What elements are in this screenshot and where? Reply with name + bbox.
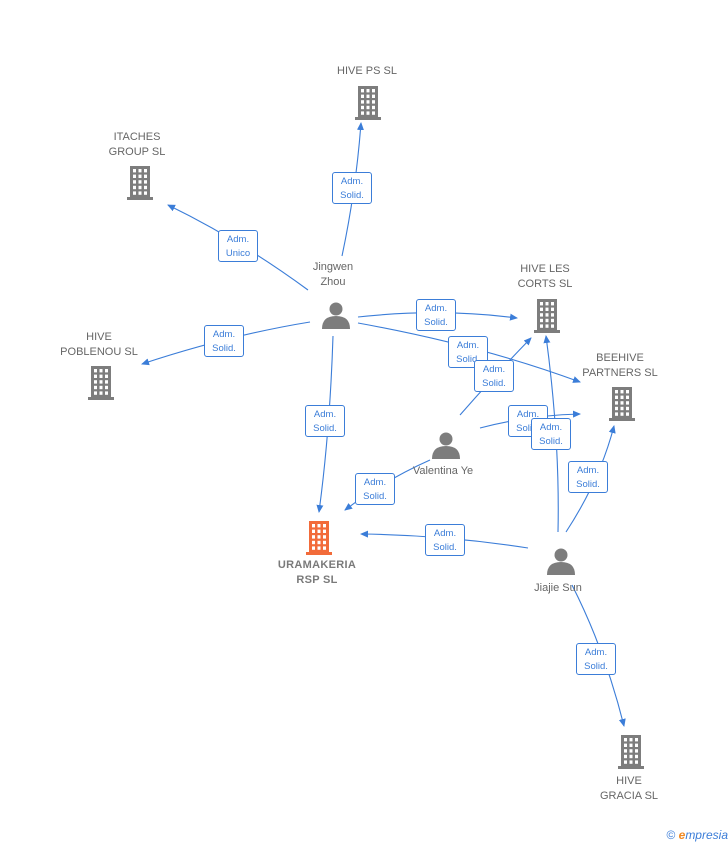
person-icon	[432, 432, 460, 459]
node-label: URAMAKERIA RSP SL	[277, 559, 357, 586]
brand-name: mpresia	[685, 828, 728, 842]
role-badge[interactable]: Adm. Solid.	[576, 643, 616, 675]
node-valentina-ye[interactable]: Valentina Ye	[398, 464, 488, 479]
node-hive-gracia[interactable]: HIVE GRACIA SL	[584, 774, 674, 804]
node-uramakeria[interactable]: URAMAKERIA RSP SL	[272, 558, 362, 588]
node-label: HIVE LES CORTS SL	[517, 263, 573, 290]
person-icon	[547, 548, 575, 575]
copyright-symbol: ©	[666, 828, 676, 842]
role-badge[interactable]: Adm. Solid.	[355, 473, 395, 505]
building-icon	[609, 387, 635, 421]
role-badge[interactable]: Adm. Solid.	[204, 325, 244, 357]
node-label: HIVE POBLENOU SL	[60, 331, 138, 358]
node-label: HIVE PS SL	[337, 65, 397, 77]
node-hive-poblenou[interactable]: HIVE POBLENOU SL	[54, 330, 144, 360]
building-icon	[127, 166, 153, 200]
node-jingwen-zhou[interactable]: Jingwen Zhou	[288, 260, 378, 290]
role-badge[interactable]: Adm. Unico	[218, 230, 258, 262]
role-badge[interactable]: Adm. Solid.	[425, 524, 465, 556]
building-icon	[618, 735, 644, 769]
footer-brand[interactable]: © empresia	[666, 828, 728, 842]
node-icons	[88, 86, 644, 769]
node-label: HIVE GRACIA SL	[599, 775, 659, 802]
node-itaches[interactable]: ITACHES GROUP SL	[92, 130, 182, 160]
node-label: BEEHIVE PARTNERS SL	[582, 352, 658, 379]
node-beehive-partners[interactable]: BEEHIVE PARTNERS SL	[575, 351, 665, 381]
role-badge[interactable]: Adm. Solid.	[332, 172, 372, 204]
role-badge[interactable]: Adm. Solid.	[416, 299, 456, 331]
building-icon	[534, 299, 560, 333]
building-icon	[88, 366, 114, 400]
person-icon	[322, 302, 350, 329]
node-label: ITACHES GROUP SL	[108, 131, 166, 158]
role-badge[interactable]: Adm. Solid.	[474, 360, 514, 392]
building-icon	[355, 86, 381, 120]
role-badge[interactable]: Adm. Solid.	[305, 405, 345, 437]
node-label: Jingwen Zhou	[312, 261, 354, 288]
node-label: Jiajie Sun	[534, 582, 582, 594]
role-badge[interactable]: Adm. Solid.	[531, 418, 571, 450]
node-hive-les-corts[interactable]: HIVE LES CORTS SL	[500, 262, 590, 292]
node-hive-ps[interactable]: HIVE PS SL	[322, 64, 412, 79]
building-icon	[306, 521, 332, 555]
role-badge[interactable]: Adm. Solid.	[568, 461, 608, 493]
node-label: Valentina Ye	[412, 465, 474, 477]
brand-e: e	[678, 828, 686, 842]
node-jiajie-sun[interactable]: Jiajie Sun	[513, 581, 603, 596]
